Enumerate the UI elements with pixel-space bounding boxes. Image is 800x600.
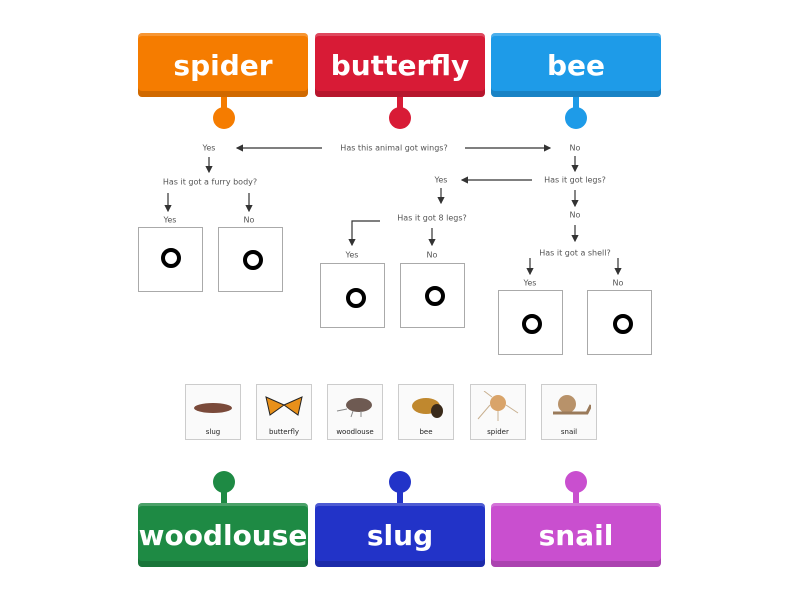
- question-furry: Has it got a furry body?: [162, 177, 258, 187]
- spider-image: [477, 391, 519, 421]
- woodlouse-image: [336, 398, 372, 418]
- question-8-legs: Has it got 8 legs?: [397, 213, 467, 223]
- thumbnail-label: woodlouse: [336, 428, 374, 436]
- drop-box-8legs-yes[interactable]: [320, 263, 385, 328]
- label-no: No: [243, 215, 255, 225]
- tile-spider[interactable]: spider: [138, 33, 308, 97]
- pin-butterfly[interactable]: [389, 107, 411, 129]
- snail-image: [553, 395, 591, 415]
- label-yes: Yes: [345, 250, 359, 260]
- label-no: No: [569, 143, 581, 153]
- drop-target-ring[interactable]: [522, 314, 542, 334]
- thumbnail-label: snail: [560, 428, 578, 436]
- label-yes: Yes: [434, 175, 448, 185]
- thumbnail-label: butterfly: [268, 428, 300, 436]
- question-shell: Has it got a shell?: [539, 248, 611, 258]
- thumbnail-spider: spider: [470, 384, 526, 440]
- thumbnail-label: spider: [487, 428, 509, 436]
- label-yes: Yes: [202, 143, 216, 153]
- thumbnail-bee: bee: [398, 384, 454, 440]
- drop-target-ring[interactable]: [346, 288, 366, 308]
- pin-bee[interactable]: [565, 107, 587, 129]
- drop-box-furry-no[interactable]: [218, 227, 283, 292]
- tile-snail[interactable]: snail: [491, 503, 661, 567]
- tile-slug[interactable]: slug: [315, 503, 485, 567]
- question-legs: Has it got legs?: [544, 175, 606, 185]
- tile-woodlouse[interactable]: woodlouse: [138, 503, 308, 567]
- thumbnail-slug: slug: [185, 384, 241, 440]
- pin-woodlouse[interactable]: [213, 471, 235, 493]
- question-wings: Has this animal got wings?: [340, 143, 448, 153]
- drop-box-shell-no[interactable]: [587, 290, 652, 355]
- thumbnail-woodlouse: woodlouse: [327, 384, 383, 440]
- pin-snail[interactable]: [565, 471, 587, 493]
- label-yes: Yes: [523, 278, 537, 288]
- drop-box-shell-yes[interactable]: [498, 290, 563, 355]
- tile-bee[interactable]: bee: [491, 33, 661, 97]
- butterfly-image: [265, 396, 303, 416]
- pin-spider[interactable]: [213, 107, 235, 129]
- pin-stem: [573, 483, 579, 505]
- drop-target-ring[interactable]: [425, 286, 445, 306]
- drop-box-furry-yes[interactable]: [138, 227, 203, 292]
- pin-stem: [397, 483, 403, 505]
- drop-target-ring[interactable]: [613, 314, 633, 334]
- drop-target-ring[interactable]: [161, 248, 181, 268]
- thumbnail-label: slug: [205, 428, 221, 436]
- label-no: No: [569, 210, 581, 220]
- thumbnail-snail: snail: [541, 384, 597, 440]
- label-yes: Yes: [163, 215, 177, 225]
- pin-stem: [221, 483, 227, 505]
- drop-box-8legs-no[interactable]: [400, 263, 465, 328]
- label-no: No: [612, 278, 624, 288]
- bee-image: [412, 398, 443, 418]
- thumbnail-butterfly: butterfly: [256, 384, 312, 440]
- drop-target-ring[interactable]: [243, 250, 263, 270]
- label-no: No: [426, 250, 438, 260]
- pin-slug[interactable]: [389, 471, 411, 493]
- slug-image: [194, 403, 232, 413]
- thumbnail-label: bee: [419, 428, 433, 436]
- tile-butterfly[interactable]: butterfly: [315, 33, 485, 97]
